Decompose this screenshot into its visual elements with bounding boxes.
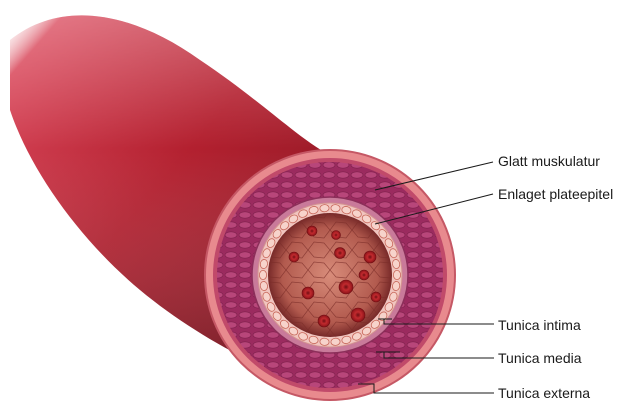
red-blood-cell — [307, 226, 317, 236]
red-blood-cell — [364, 251, 376, 263]
endothelial-cell — [331, 204, 341, 212]
red-blood-cell — [289, 252, 299, 262]
endothelial-cell — [259, 270, 266, 279]
endothelial-cell — [393, 270, 400, 279]
label-tunica-media: Tunica media — [498, 350, 582, 366]
lumen-cell-pattern — [268, 213, 392, 337]
red-blood-cell — [351, 308, 365, 322]
label-tunica-externa: Tunica externa — [498, 385, 590, 401]
label-smooth-muscle: Glatt muskulatur — [498, 153, 600, 169]
label-endothelium: Enlaget plateepitel — [498, 186, 613, 202]
red-blood-cell — [332, 231, 341, 240]
red-blood-cell — [339, 280, 353, 294]
red-blood-cell — [335, 248, 346, 259]
label-tunica-intima: Tunica intima — [498, 317, 581, 333]
red-blood-cell — [302, 287, 314, 299]
red-blood-cell — [359, 270, 369, 280]
red-blood-cell — [318, 315, 330, 327]
endothelial-cell — [320, 204, 330, 212]
endothelial-cell — [320, 338, 330, 346]
endothelial-cell — [331, 338, 341, 346]
red-blood-cell — [371, 292, 381, 302]
